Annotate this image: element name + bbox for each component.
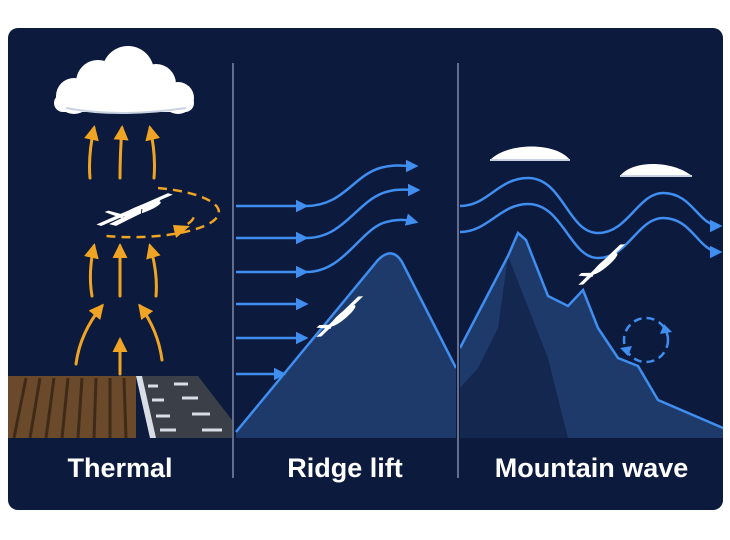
ridge-panel bbox=[235, 159, 456, 438]
rotor-icon bbox=[622, 316, 670, 364]
wave-panel bbox=[460, 146, 723, 438]
glider-icon bbox=[96, 193, 173, 226]
cloud-icon bbox=[54, 46, 194, 114]
circling-path bbox=[105, 186, 221, 239]
glider-icon bbox=[316, 296, 364, 337]
thermal-arrows bbox=[74, 125, 164, 376]
mountain-wave-label: Mountain wave bbox=[494, 453, 689, 483]
wave-airflow bbox=[460, 176, 723, 260]
glider-icon bbox=[578, 244, 626, 285]
ridge-hill bbox=[236, 253, 456, 438]
runway bbox=[136, 376, 232, 438]
plowed-field bbox=[8, 376, 136, 438]
diagram-card: Thermal Ridge lift Mountain wave bbox=[8, 28, 723, 510]
lenticular-cloud-icon bbox=[490, 146, 570, 161]
ridge-airflow bbox=[305, 159, 421, 274]
wind-arrows bbox=[236, 199, 309, 381]
ridge-lift-label: Ridge lift bbox=[287, 453, 403, 483]
lenticular-cloud-icon bbox=[620, 164, 692, 177]
lift-diagram bbox=[8, 46, 723, 478]
thermal-panel bbox=[8, 46, 232, 438]
thermal-label: Thermal bbox=[67, 453, 173, 483]
